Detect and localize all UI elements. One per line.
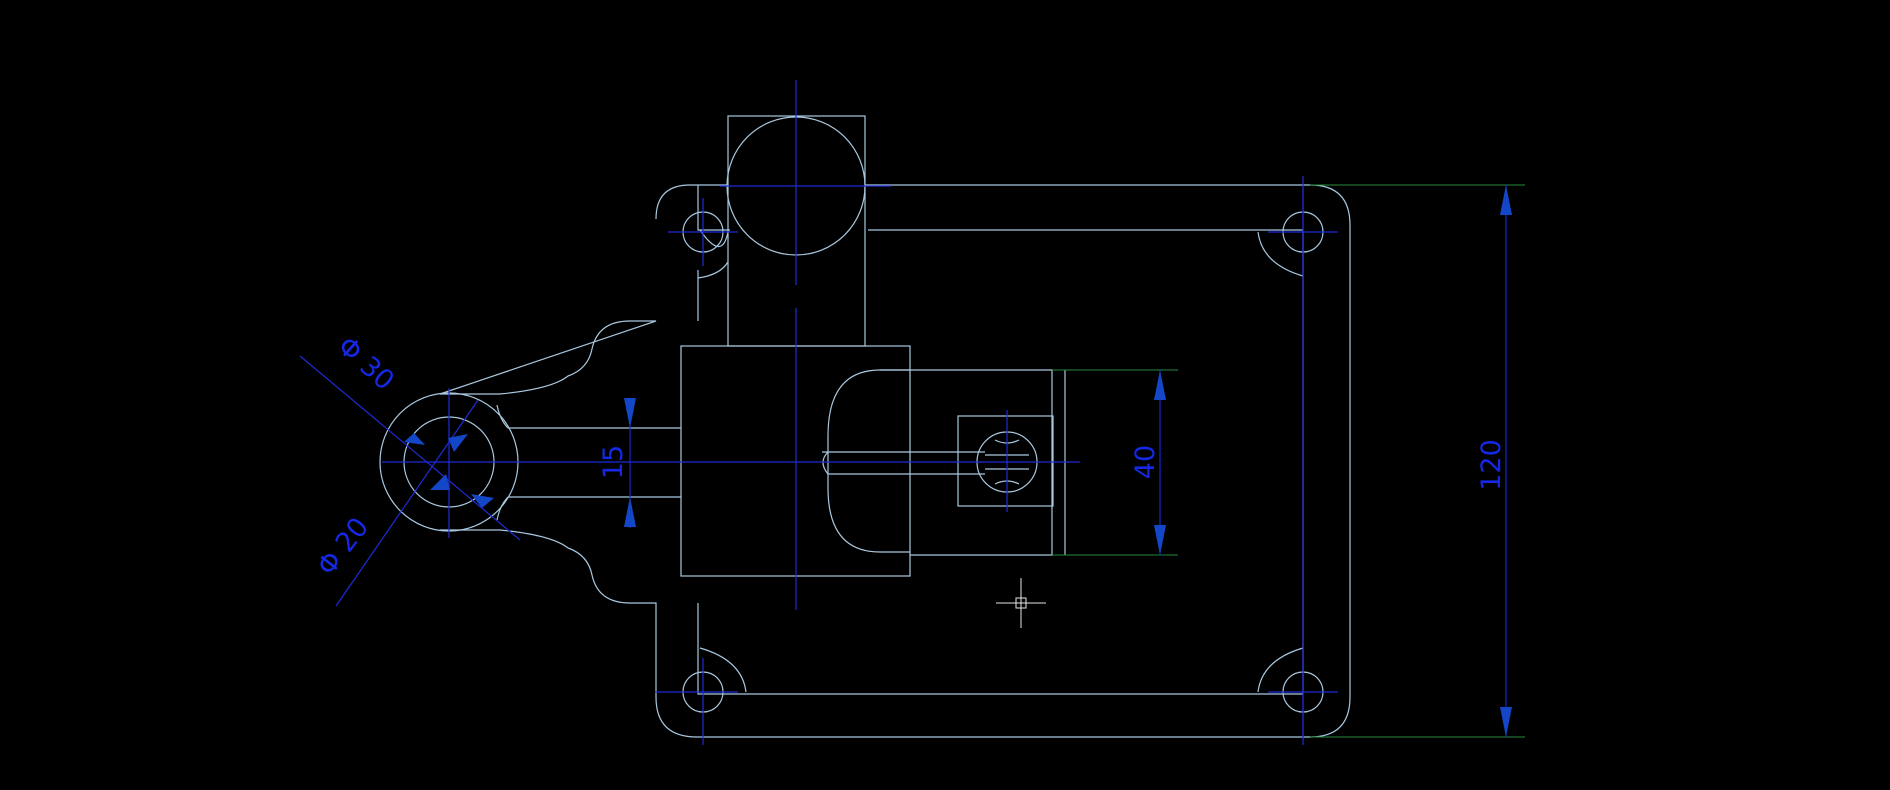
eye-neck-top bbox=[496, 404, 509, 429]
slot-channel bbox=[822, 451, 985, 475]
outer-frame bbox=[439, 184, 1351, 738]
diameter-leader-2 bbox=[335, 399, 479, 607]
upper-left-boss bbox=[697, 185, 730, 231]
arrow-120-top bbox=[1500, 185, 1512, 215]
arrow-40-top bbox=[1154, 370, 1166, 400]
dim-120-text: 120 bbox=[1476, 439, 1507, 491]
extension-lines bbox=[1052, 184, 1525, 738]
bottom-right-fillet bbox=[1257, 647, 1304, 693]
bottom-left-fillet bbox=[699, 647, 747, 693]
arrow-phi30-a bbox=[404, 433, 425, 445]
crosshair-cursor-icon bbox=[996, 578, 1046, 628]
arrow-15-bottom bbox=[624, 497, 636, 527]
screw-boss bbox=[957, 415, 1054, 507]
upper-left-fillet bbox=[697, 261, 729, 279]
diameter-leader bbox=[299, 355, 521, 541]
arrow-40-bottom bbox=[1154, 525, 1166, 555]
arrow-phi30-b bbox=[471, 494, 494, 508]
arrow-phi20-a bbox=[448, 434, 468, 452]
arrow-120-bottom bbox=[1500, 707, 1512, 737]
dim-15-text: 15 bbox=[598, 445, 629, 479]
center-lines bbox=[299, 80, 1338, 745]
hole-bl-cross bbox=[655, 658, 738, 745]
arrow-phi20-b bbox=[430, 474, 450, 490]
hole-tl-cross bbox=[668, 198, 738, 266]
top-right-fillet bbox=[1257, 231, 1304, 277]
arrow-15-top bbox=[624, 398, 636, 428]
eye-neck-bottom bbox=[496, 496, 509, 521]
dimension-arrows bbox=[404, 185, 1512, 737]
dim-40-text: 40 bbox=[1130, 445, 1161, 479]
